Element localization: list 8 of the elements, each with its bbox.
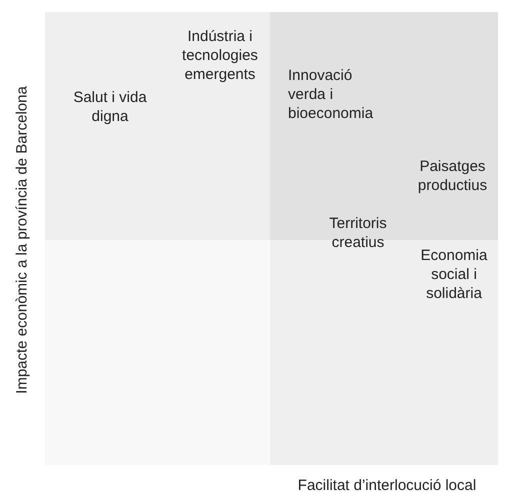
item-label: Indústria i tecnologies emergents xyxy=(181,27,259,84)
item-label: Salut i vida digna xyxy=(72,88,148,126)
item-label: Paisatges productius xyxy=(416,157,488,195)
item-label: Innovació verda i bioeconomia xyxy=(288,66,374,123)
item-label: Territoris creatius xyxy=(328,214,388,252)
item-label: Economia social i solidària xyxy=(420,246,488,303)
axis-label: Facilitat d’interlocució local xyxy=(296,476,478,495)
axis-label: Impacte econòmic a la província de Barcelona xyxy=(12,86,32,394)
